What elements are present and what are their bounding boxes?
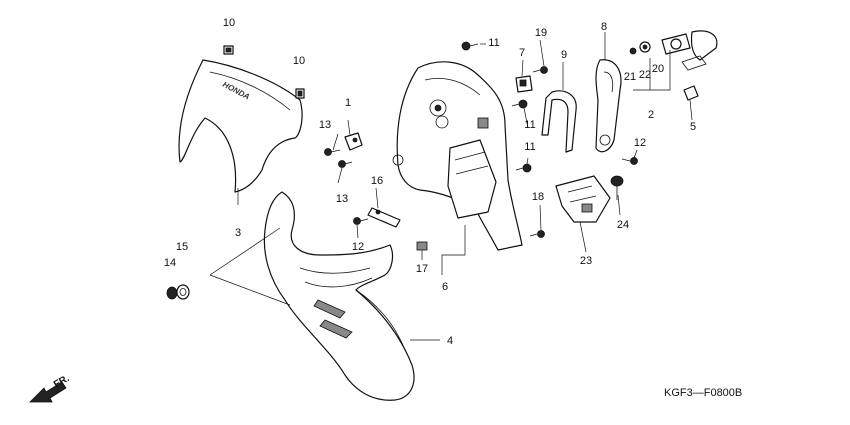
callout-20: 22 [639, 69, 651, 81]
inner-cover-part [392, 61, 523, 251]
callout-16: 16 [371, 175, 383, 187]
callout-13a: 13 [319, 119, 331, 131]
bolt-12b [621, 157, 638, 165]
bolt-13b [338, 160, 353, 168]
callout-22: 18 [532, 191, 544, 203]
callout-2: 2 [648, 109, 654, 121]
grommet-17 [416, 241, 428, 251]
bolt-11a [461, 41, 479, 51]
callout-11b: 11 [524, 119, 535, 131]
callout-18: 20 [652, 63, 664, 75]
seal-9 [541, 90, 577, 153]
callout-labels: 10 10 3 4 14 15 1 13 13 16 12 17 6 11 7 … [164, 17, 696, 347]
callout-11c: 11 [524, 141, 535, 153]
callout-6: 6 [442, 281, 448, 293]
callout-8: 8 [601, 21, 607, 33]
upper-cover-part: HONDA [178, 59, 303, 193]
spring-5 [683, 85, 699, 101]
screw-19 [629, 47, 637, 55]
callout-17: 17 [416, 263, 428, 275]
callout-7: 7 [519, 47, 525, 59]
callout-10b: 10 [293, 55, 305, 67]
callout-10a: 10 [223, 17, 235, 29]
callout-19: 21 [624, 71, 636, 83]
front-direction-arrow: FR. [29, 373, 72, 403]
bolt-11b [511, 99, 528, 109]
callout-15: 15 [176, 241, 188, 253]
bolt-11c [515, 163, 532, 173]
callout-5: 5 [690, 121, 696, 133]
callout-1: 1 [345, 97, 351, 109]
bolt-12a [353, 217, 369, 225]
bolt-13a [324, 148, 341, 156]
strap-16 [367, 207, 401, 228]
callout-12b: 12 [634, 137, 646, 149]
callout-4: 4 [447, 335, 453, 347]
washer-15 [176, 284, 190, 300]
callout-21: 19 [535, 27, 547, 39]
callout-23: 23 [580, 255, 592, 267]
bolt-22 [529, 230, 545, 238]
callout-3: 3 [235, 227, 241, 239]
leader-lines [209, 32, 693, 341]
callout-12a: 12 [352, 241, 364, 253]
callout-14: 14 [164, 257, 176, 269]
nut-14 [166, 286, 178, 300]
callout-11a: 11 [488, 37, 499, 49]
callout-13b: 13 [336, 193, 348, 205]
lock-assembly-18 [661, 30, 718, 71]
callout-24: 24 [617, 219, 629, 231]
hook-8 [595, 59, 622, 153]
callout-9: 9 [561, 49, 567, 61]
direction-label: FR. [52, 373, 72, 391]
bolt-21 [532, 66, 548, 74]
front-cover-part [263, 191, 415, 401]
drawing-code: KGF3—F0800B [664, 387, 742, 399]
bolt-24 [610, 175, 624, 187]
